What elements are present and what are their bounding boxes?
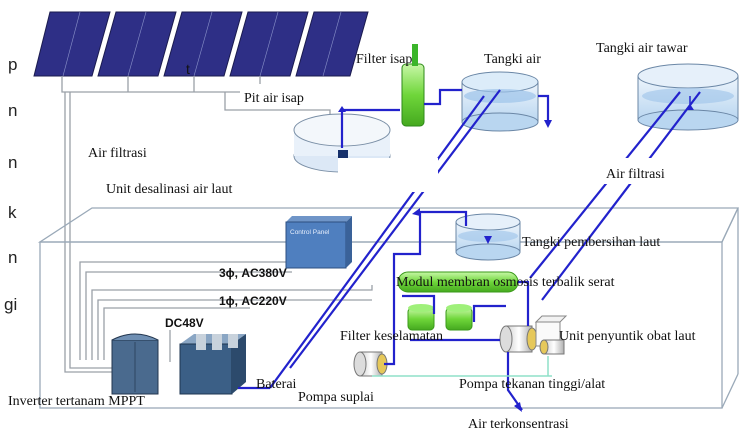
label-pompa-tekanan: Pompa tekanan tinggi/alat	[459, 377, 605, 392]
ac380-label: 3ϕ, AC380V	[219, 266, 287, 280]
suction-filter	[401, 44, 425, 127]
control-panel: Control Panel	[285, 216, 352, 269]
label-pit-air-isap: Pit air isap	[244, 91, 304, 106]
label-baterai: Baterai	[256, 377, 297, 392]
unit-housing	[37, 207, 740, 409]
label-unit-desalinasi: Unit desalinasi air laut	[106, 182, 232, 197]
inverter-cabinet	[111, 333, 159, 395]
supply-pump	[353, 351, 388, 377]
water-tank	[461, 71, 539, 132]
label-air-filtrasi-left: Air filtrasi	[88, 146, 147, 161]
margin-frag-5: n	[8, 248, 17, 267]
label-pompa-suplai: Pompa suplai	[298, 390, 374, 405]
margin-frag-2: n	[8, 101, 17, 120]
margin-frag-1: p	[8, 55, 17, 74]
safety-filters	[407, 304, 473, 331]
label-filter-keselamatan: Filter keselamatan	[340, 329, 443, 344]
margin-frag-4: k	[8, 203, 17, 222]
panel-fragment: t	[186, 61, 190, 77]
battery-bank	[179, 334, 246, 395]
label-tangki-air: Tangki air	[484, 52, 541, 67]
piping	[238, 88, 701, 411]
solar-panel-1	[33, 11, 111, 77]
label-inverter: Inverter tertanam MPPT	[8, 394, 145, 409]
dc48-label: DC48V	[165, 316, 204, 330]
label-tangki-pembersihan: Tangki pembersihan laut	[522, 235, 660, 250]
dosing-unit	[534, 315, 568, 355]
label-air-filtrasi-right: Air filtrasi	[606, 167, 665, 182]
margin-frag-6: gi	[4, 295, 17, 314]
label-tangki-air-tawar: Tangki air tawar	[596, 41, 688, 56]
high-pressure-pump	[499, 325, 538, 353]
fresh-water-tank	[637, 63, 739, 131]
label-air-terkonsentrasi: Air terkonsentrasi	[468, 417, 569, 432]
left-margin-fragments: p n n k n gi	[4, 55, 17, 314]
label-unit-penyuntik: Unit penyuntik obat laut	[559, 329, 696, 344]
label-modul-membran: Modul membran osmosis terbalik serat	[396, 275, 615, 290]
solar-panels	[33, 11, 369, 77]
margin-frag-3: n	[8, 153, 17, 172]
label-filter-isap: Filter isap	[356, 52, 412, 67]
ac220-label: 1ϕ, AC220V	[219, 294, 287, 308]
control-panel-label: Control Panel	[290, 229, 330, 236]
